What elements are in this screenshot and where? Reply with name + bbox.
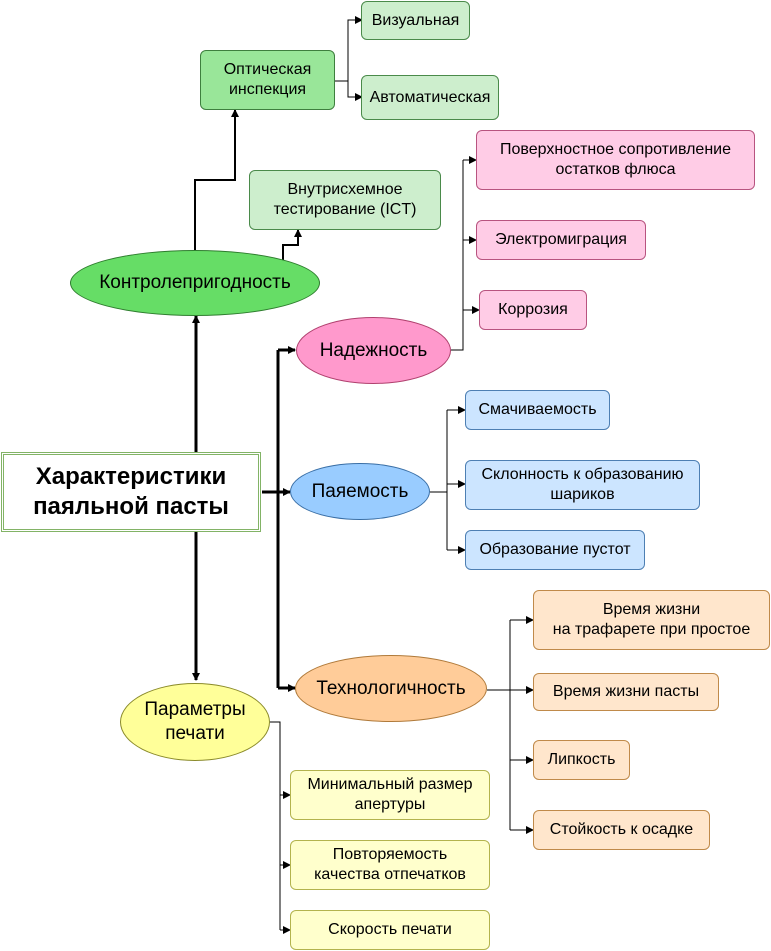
manufacturability-item: Липкость — [533, 740, 630, 780]
printing-branch — [270, 721, 281, 930]
printing-item: Повторяемость качества отпечатков — [290, 840, 490, 890]
node-ict: Внутрисхемное тестирование (ICT) — [249, 170, 441, 230]
manufacturability-branch — [487, 620, 511, 830]
category-reliability: Надежность — [296, 317, 451, 384]
category-manufacturability: Технологичность — [295, 655, 487, 722]
reliability-item: Коррозия — [479, 290, 587, 330]
manufacturability-item: Время жизни пасты — [533, 673, 719, 711]
manufacturability-item: Время жизни на трафарете при простое — [533, 590, 770, 650]
reliability-item: Электромиграция — [476, 220, 646, 260]
root-node: Характеристики паяльной пасты — [1, 452, 261, 532]
solderability-item: Образование пустот — [465, 530, 645, 570]
reliability-branch — [451, 160, 464, 351]
node-optical-inspection: Оптическая инспекция — [200, 50, 335, 110]
solderability-branch — [430, 410, 448, 550]
optical-branch — [335, 19, 362, 98]
testability-to-optical-arrow — [194, 109, 239, 250]
printing-item: Скорость печати — [290, 910, 490, 950]
category-printing: Параметры печати — [120, 683, 270, 761]
node-visual: Визуальная — [361, 1, 470, 40]
category-solderability: Паяемость — [290, 463, 430, 520]
testability-to-ict-arrow — [282, 229, 302, 262]
solderability-item: Смачиваемость — [465, 390, 610, 430]
node-automatic: Автоматическая — [361, 75, 499, 120]
reliability-item: Поверхностное сопротивление остатков флю… — [476, 130, 755, 190]
manufacturability-item: Стойкость к осадке — [533, 810, 710, 850]
solderability-item: Склонность к образованию шариков — [465, 460, 700, 510]
category-testability: Контролепригодность — [70, 250, 320, 316]
printing-item: Минимальный размер апертуры — [290, 770, 490, 820]
